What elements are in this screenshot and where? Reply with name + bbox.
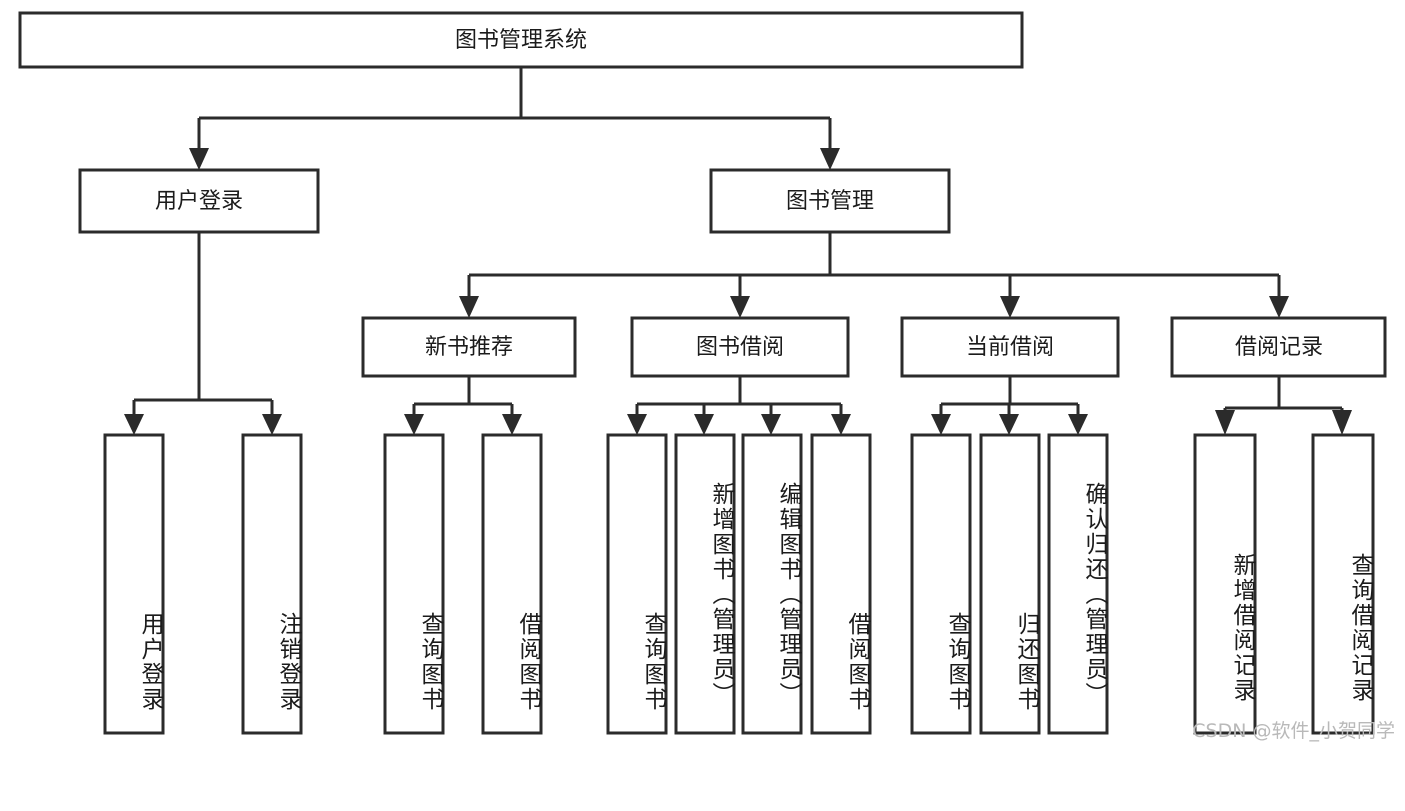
node-root[interactable] (18, 11, 1024, 69)
arrow-ul-to-leaf-1 (124, 414, 144, 435)
diagram-svg: 图书管理系统 用户登录 图书管理 新书推荐 图书借阅 当前借阅 借阅记录 (18, 11, 1387, 735)
node-new-book-recommend-label: 新书推荐 (425, 335, 513, 360)
watermark: CSDN @软件_小贺同学 (1192, 720, 1395, 742)
connector-group-new-book (404, 376, 522, 435)
connector-group-book-borrow (627, 376, 851, 435)
node-leaf-user-login-1[interactable] (103, 433, 165, 735)
node-leaf-user-login-2[interactable] (241, 433, 303, 735)
arrow-cb-to-leaf-2 (999, 414, 1019, 435)
arrow-cb-to-leaf-1 (931, 414, 951, 435)
connector-group-borrow-records (1215, 376, 1352, 435)
node-book-manage-label: 图书管理 (786, 189, 874, 214)
arrow-root-to-user-login (189, 148, 209, 170)
arrow-cb-to-leaf-3 (1068, 414, 1088, 435)
node-book-borrow[interactable] (630, 316, 850, 378)
arrow-br-to-leaf-2 (1332, 410, 1352, 435)
arrow-ul-to-leaf-2 (262, 414, 282, 435)
connector-group-book-manage (459, 232, 1289, 318)
arrow-nb-to-leaf-2 (502, 414, 522, 435)
arrow-bb-to-leaf-3 (761, 414, 781, 435)
node-book-borrow-label: 图书借阅 (696, 335, 784, 360)
node-leaf-book-borrow-1[interactable] (606, 433, 668, 735)
node-user-login[interactable] (78, 168, 320, 234)
node-leaf-book-borrow-2[interactable] (674, 433, 736, 735)
arrow-bb-to-leaf-4 (831, 414, 851, 435)
node-leaf-borrow-records-2[interactable] (1311, 433, 1375, 735)
arrow-bm-to-new-book (459, 296, 479, 318)
node-book-manage[interactable] (709, 168, 951, 234)
arrow-bm-to-book-borrow (730, 296, 750, 318)
arrow-bm-to-current-borrow (1000, 296, 1020, 318)
connector-group-current-borrow (931, 376, 1088, 435)
node-leaf-new-book-2[interactable] (481, 433, 543, 735)
node-current-borrow[interactable] (900, 316, 1120, 378)
arrow-bb-to-leaf-1 (627, 414, 647, 435)
diagram-canvas: 图书管理系统 用户登录 图书管理 新书推荐 图书借阅 当前借阅 借阅记录 (18, 11, 1395, 742)
connector-group-user-login (124, 232, 282, 435)
node-leaf-new-book-1[interactable] (383, 433, 445, 735)
arrow-nb-to-leaf-1 (404, 414, 424, 435)
node-current-borrow-label: 当前借阅 (966, 335, 1054, 360)
node-borrow-records[interactable] (1170, 316, 1387, 378)
connector-group-root (189, 67, 840, 170)
node-user-login-label: 用户登录 (155, 189, 243, 214)
node-new-book-recommend[interactable] (361, 316, 577, 378)
node-leaf-current-borrow-1[interactable] (910, 433, 972, 735)
node-leaf-book-borrow-3[interactable] (741, 433, 803, 735)
arrow-root-to-book-manage (820, 148, 840, 170)
node-leaf-current-borrow-3[interactable] (1047, 433, 1109, 735)
node-leaf-current-borrow-2[interactable] (979, 433, 1041, 735)
node-borrow-records-label: 借阅记录 (1235, 335, 1323, 360)
arrow-br-to-leaf-1 (1215, 410, 1235, 435)
arrow-bm-to-borrow-records (1269, 296, 1289, 318)
arrow-bb-to-leaf-2 (694, 414, 714, 435)
node-leaf-borrow-records-1[interactable] (1193, 433, 1257, 735)
node-root-label: 图书管理系统 (455, 28, 587, 53)
node-leaf-book-borrow-4[interactable] (810, 433, 872, 735)
